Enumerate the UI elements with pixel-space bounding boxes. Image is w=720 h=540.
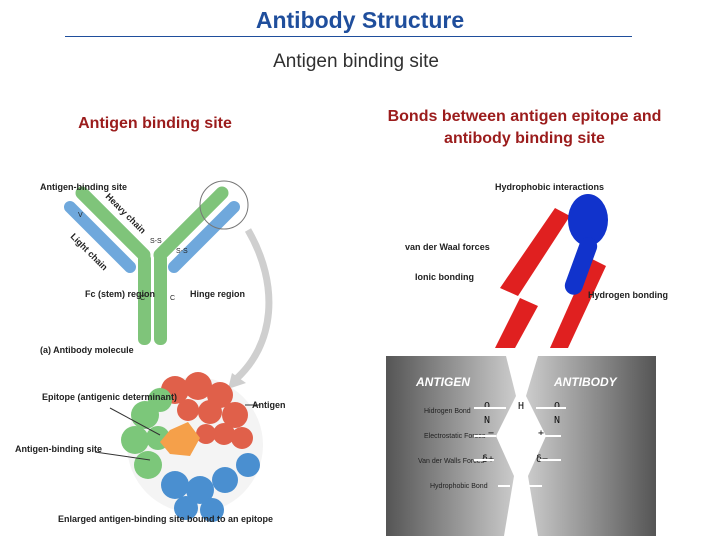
antigen-block [386, 356, 516, 536]
light-chain-right [168, 201, 240, 273]
hinge-region-label: Hinge region [190, 289, 245, 299]
chem-o-right: O [554, 401, 560, 412]
antigen-binding-site-label: Antigen-binding site [40, 182, 127, 192]
chem-plus: + [538, 428, 544, 439]
heavy-chain-spheres [161, 453, 260, 522]
binding-site-circle [199, 180, 249, 230]
antigen-label: ANTIGEN [415, 375, 470, 389]
light-chain-spheres [121, 388, 172, 479]
antigen-binding-site-lower-label: Antigen-binding site [15, 444, 102, 454]
antibody-block [526, 356, 656, 536]
hydrophobic-interactions-label: Hydrophobic interactions [495, 182, 604, 192]
bond-types-schematic: Hydrophobic interactions van der Waal fo… [405, 182, 668, 348]
chem-n-left: N [484, 415, 490, 426]
epitope-shape [160, 422, 200, 456]
red-chain-left [500, 208, 570, 296]
chem-n-right: N [554, 415, 560, 426]
chem-minus: − [488, 428, 494, 439]
hydrogen-bond-label: Hidrogen Bond [424, 408, 471, 415]
antibody-molecule-diagram: Antigen-binding site Heavy chain Light c… [40, 180, 273, 389]
hydrogen-bonding-label: Hydrogen bonding [588, 290, 668, 300]
ionic-bonding-label: Ionic bonding [415, 272, 474, 282]
antibody-label: ANTIBODY [553, 375, 618, 389]
electrostatic-label: Electrostatic Forces [424, 433, 486, 440]
v-label: V [78, 212, 83, 219]
red-chain-bottom [495, 298, 538, 348]
van-der-walls-label: Van der Walls Forces [418, 458, 485, 465]
forces-diagram: ANTIGEN ANTIBODY Hidrogen Bond Electrost… [386, 356, 656, 536]
heavy-arm-left [75, 186, 151, 262]
chem-o-left: O [484, 401, 490, 412]
red-chain-right [550, 258, 606, 348]
chem-h: H [518, 401, 524, 412]
antigen-spheres [161, 372, 253, 449]
fc-region-label: Fc (stem) region [85, 289, 155, 299]
enlarged-binding-site: Epitope (antigenic determinant) Antigen … [15, 372, 286, 524]
disulfide-label-right: S-S [176, 248, 188, 255]
blue-antigen-blob [568, 194, 608, 246]
heavy-arm-right [153, 186, 229, 262]
epitope-label: Epitope (antigenic determinant) [42, 392, 177, 402]
right-caption: Bonds between antigen epitope and antibo… [387, 108, 662, 147]
hydrophobic-bond-label: Hydrophobic Bond [430, 483, 488, 490]
bottom-caption-label: Enlarged antigen-binding site bound to a… [58, 514, 273, 524]
fc-heavy-left [138, 253, 151, 345]
left-caption: Antigen binding site [78, 115, 232, 132]
disulfide-label: S-S [150, 238, 162, 245]
fc-heavy-right [154, 253, 167, 345]
antigen-label: Antigen [252, 400, 286, 410]
panel-a-label: (a) Antibody molecule [40, 345, 134, 355]
c-label: C [140, 295, 145, 302]
title-underline [65, 36, 632, 37]
zoom-arrow [232, 228, 273, 383]
page-subtitle: Antigen binding site [273, 51, 439, 72]
page-title: Antibody Structure [255, 7, 465, 33]
van-der-waal-label: van der Waal forces [405, 242, 490, 252]
c-label-right: C [170, 295, 175, 302]
light-chain-left [64, 201, 136, 273]
